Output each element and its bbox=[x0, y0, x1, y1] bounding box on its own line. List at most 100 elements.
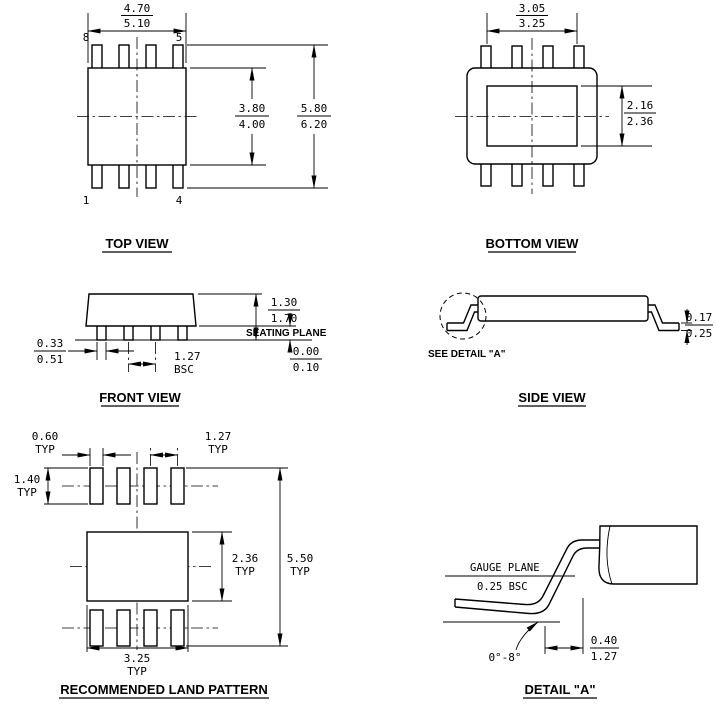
pad bbox=[116, 609, 131, 647]
bottom-view-pins bbox=[480, 45, 585, 187]
dim-land-pad-height-qualifier: TYP bbox=[17, 486, 37, 499]
dim-center-pad-height-value: 2.36 bbox=[232, 552, 259, 565]
dim-body-width-min: 4.70 bbox=[124, 2, 151, 15]
dim-pad-width-min: 3.05 bbox=[519, 2, 546, 15]
package-body-front bbox=[85, 293, 197, 327]
dim-lead-width: 0.33 0.51 bbox=[34, 337, 134, 366]
dim-land-pad-height: 1.40 TYP bbox=[14, 467, 88, 505]
pin-number-8: 8 bbox=[83, 31, 90, 44]
detail-a-label: DETAIL "A" bbox=[524, 682, 595, 697]
dim-pad-height-max: 2.36 bbox=[627, 115, 654, 128]
pin-6 bbox=[145, 44, 157, 70]
dim-lead-angle-value: 0°-8° bbox=[488, 651, 521, 664]
see-detail-a-label: SEE DETAIL "A" bbox=[428, 349, 506, 360]
pin bbox=[511, 162, 523, 187]
dim-body-height-max: 4.00 bbox=[239, 118, 266, 131]
pad bbox=[170, 467, 185, 505]
pin bbox=[480, 162, 492, 187]
gauge-plane-label: GAUGE PLANE bbox=[470, 562, 540, 574]
dim-land-pad-height-value: 1.40 bbox=[14, 473, 41, 486]
dim-land-pad-width-value: 0.60 bbox=[32, 430, 59, 443]
dim-land-overall-height: 5.50 TYP bbox=[186, 467, 314, 647]
dim-land-pitch-value: 1.27 bbox=[205, 430, 232, 443]
dim-land-overall-height-value: 5.50 bbox=[287, 552, 314, 565]
detail-body-mold-line bbox=[606, 525, 613, 585]
dim-land-pad-width: 0.60 TYP bbox=[32, 430, 131, 466]
pad bbox=[170, 609, 185, 647]
dim-lead-thickness: 0.17 0.25 bbox=[681, 309, 713, 345]
pin bbox=[542, 45, 554, 70]
dim-foot-length-min: 0.40 bbox=[591, 634, 618, 647]
pin-2 bbox=[118, 163, 130, 189]
pin-number-4: 4 bbox=[176, 194, 183, 207]
seating-plane-label: SEATING PLANE bbox=[246, 328, 327, 339]
dim-land-pitch: 1.27 TYP bbox=[149, 430, 232, 466]
front-view-leads bbox=[96, 324, 188, 341]
pin-8 bbox=[91, 44, 103, 70]
dim-pitch-qualifier: BSC bbox=[174, 363, 194, 376]
dim-lead-span: 5.80 6.20 bbox=[187, 44, 331, 189]
land-pads-top bbox=[89, 467, 185, 505]
lead-outline-left bbox=[446, 304, 478, 332]
dim-pitch-value: 1.27 bbox=[174, 350, 201, 363]
detail-lead-outline bbox=[454, 539, 600, 615]
dim-land-pad-width-qualifier: TYP bbox=[35, 443, 55, 456]
bottom-view-centerlines bbox=[455, 38, 609, 194]
dim-body-height-min: 3.80 bbox=[239, 102, 266, 115]
pin bbox=[573, 45, 585, 70]
front-view: 1.30 1.70 SEATING PLANE 0.00 0.10 0.33 0… bbox=[34, 293, 327, 407]
pin bbox=[480, 45, 492, 70]
detail-a-view: GAUGE PLANE 0.25 BSC 0°-8° 0.40 1.27 DET… bbox=[443, 525, 698, 699]
dim-center-pad-width-value: 3.25 bbox=[124, 652, 151, 665]
land-pattern-view: 0.60 TYP 1.27 TYP 1.40 TYP 2.36 TYP bbox=[14, 430, 314, 699]
dim-pitch: 1.27 BSC bbox=[127, 342, 201, 376]
dim-lead-span-min: 5.80 bbox=[301, 102, 328, 115]
dim-standoff: 0.00 0.10 bbox=[199, 313, 322, 374]
pin-number-5: 5 bbox=[176, 31, 183, 44]
center-pad bbox=[86, 531, 189, 602]
dim-lead-width-min: 0.33 bbox=[37, 337, 64, 350]
bottom-view: 3.05 3.25 2.16 2.36 BOTTOM VIEW bbox=[455, 2, 656, 253]
dim-lead-width-max: 0.51 bbox=[37, 353, 64, 366]
land-pattern-label: RECOMMENDED LAND PATTERN bbox=[60, 682, 268, 697]
dim-land-overall-height-qualifier: TYP bbox=[290, 565, 310, 578]
dim-front-height-max: 1.70 bbox=[271, 312, 298, 325]
dim-pad-width: 3.05 3.25 bbox=[486, 2, 578, 44]
pin-1 bbox=[91, 163, 103, 189]
package-body-side bbox=[477, 295, 649, 322]
dim-lead-span-max: 6.20 bbox=[301, 118, 328, 131]
side-view: SEE DETAIL "A" 0.17 0.25 SIDE VIEW bbox=[428, 292, 713, 407]
dim-front-height: 1.30 1.70 bbox=[198, 293, 300, 341]
dim-center-pad-width: 3.25 TYP bbox=[86, 605, 189, 678]
pin bbox=[573, 162, 585, 187]
pad bbox=[116, 467, 131, 505]
dim-foot-length: 0.40 1.27 bbox=[544, 598, 619, 663]
dim-center-pad-height-qualifier: TYP bbox=[235, 565, 255, 578]
pad bbox=[143, 609, 158, 647]
top-view-label: TOP VIEW bbox=[105, 236, 169, 251]
bottom-view-label: BOTTOM VIEW bbox=[486, 236, 580, 251]
dim-standoff-max: 0.10 bbox=[293, 361, 320, 374]
dim-pad-height-min: 2.16 bbox=[627, 99, 654, 112]
dim-pad-height: 2.16 2.36 bbox=[581, 85, 656, 147]
lead bbox=[150, 324, 161, 341]
lead bbox=[177, 324, 188, 341]
pin-4 bbox=[172, 163, 184, 189]
dim-lead-angle: 0°-8° bbox=[488, 621, 539, 664]
dim-lead-thickness-min: 0.17 bbox=[686, 311, 713, 324]
dim-land-pitch-qualifier: TYP bbox=[208, 443, 228, 456]
lead bbox=[123, 324, 134, 341]
dim-center-pad-height: 2.36 TYP bbox=[192, 531, 259, 602]
lead bbox=[96, 324, 107, 341]
pin-7 bbox=[118, 44, 130, 70]
gauge-offset-label: 0.25 BSC bbox=[477, 581, 528, 593]
pad bbox=[89, 609, 104, 647]
detail-body-section bbox=[598, 525, 698, 585]
pin bbox=[511, 45, 523, 70]
dim-body-width: 4.70 5.10 bbox=[87, 2, 187, 63]
pin-3 bbox=[145, 163, 157, 189]
pad bbox=[89, 467, 104, 505]
dim-body-width-max: 5.10 bbox=[124, 17, 151, 30]
